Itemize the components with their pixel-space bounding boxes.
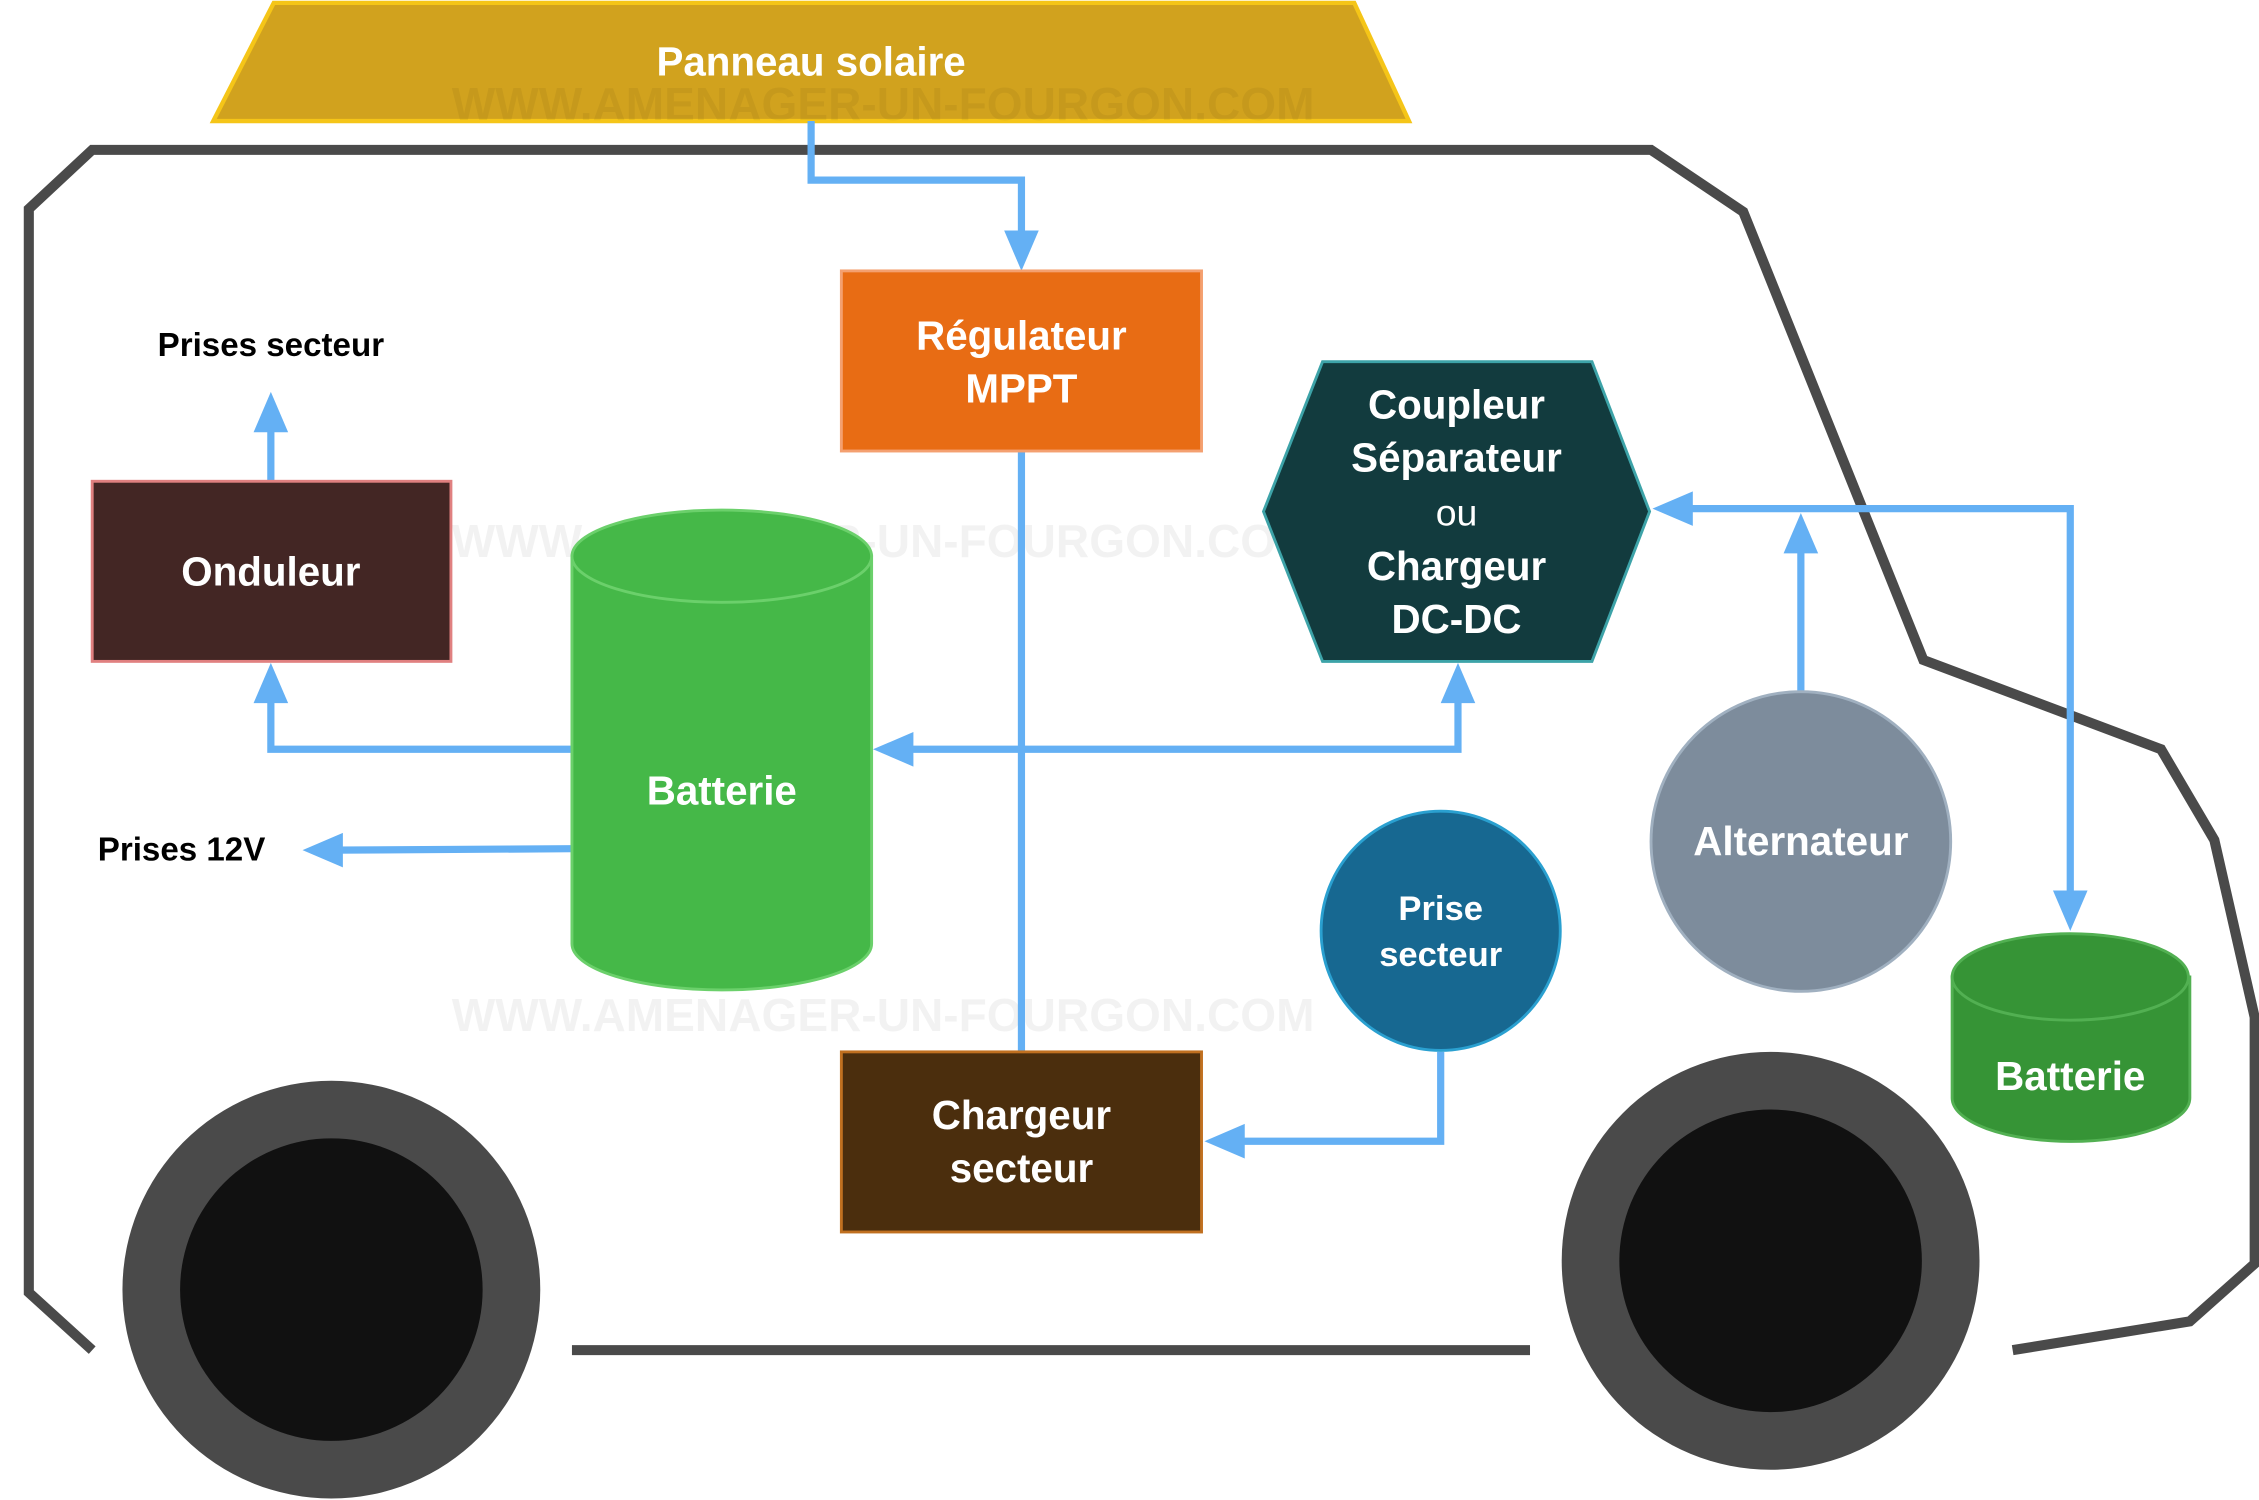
- front-wheel: [122, 1080, 541, 1499]
- van-outline: [23, 144, 2259, 1356]
- engine-battery: Batterie: [1950, 932, 2192, 1143]
- flow-alternator-to-coupler: [1783, 512, 1819, 692]
- shore-charger: Chargeur secteur: [839, 1050, 1203, 1234]
- svg-text:Chargeur: Chargeur: [932, 1092, 1112, 1138]
- rear-wheel: [1561, 1051, 1980, 1470]
- svg-text:Batterie: Batterie: [1995, 1053, 2145, 1099]
- watermark: WWW.AMENAGER-UN-FOURGON.COM: [452, 989, 1315, 1041]
- alternator: Alternateur: [1649, 690, 1953, 993]
- inverter: Onduleur: [90, 479, 453, 663]
- svg-text:Séparateur: Séparateur: [1351, 435, 1562, 481]
- flow-battery-to-inverter: [253, 662, 572, 753]
- solar-panel-label: Panneau solaire: [656, 38, 965, 84]
- flow-battery-to-12v: [302, 832, 572, 868]
- flow-coupler-battery: [873, 662, 1476, 767]
- flow-inverter-to-outlets: [253, 391, 289, 482]
- svg-text:secteur: secteur: [950, 1145, 1094, 1191]
- svg-text:secteur: secteur: [1379, 936, 1502, 974]
- flow-shore-to-charger: [1204, 1051, 1445, 1159]
- solar-panel: [209, 0, 1413, 124]
- mppt-regulator: Régulateur MPPT: [839, 269, 1203, 453]
- flow-engine-battery-coupler: [1652, 491, 2088, 931]
- shore-power-socket: Prise secteur: [1319, 809, 1562, 1052]
- service-battery: Batterie: [570, 508, 874, 992]
- dc-outlets-label: Prises 12V: [98, 831, 266, 868]
- svg-text:Batterie: Batterie: [647, 768, 797, 814]
- svg-text:DC-DC: DC-DC: [1392, 596, 1522, 642]
- svg-text:Chargeur: Chargeur: [1367, 543, 1547, 589]
- svg-text:Régulateur: Régulateur: [916, 312, 1127, 358]
- svg-text:Onduleur: Onduleur: [181, 549, 361, 595]
- svg-text:Alternateur: Alternateur: [1693, 818, 1908, 864]
- coupler-dcdc: Coupleur Séparateur ou Chargeur DC-DC: [1261, 360, 1652, 663]
- svg-text:ou: ou: [1436, 492, 1478, 534]
- ac-outlets-label: Prises secteur: [158, 327, 385, 364]
- svg-text:MPPT: MPPT: [965, 366, 1077, 412]
- watermark: WWW.AMENAGER-UN-FOURGON.COM: [452, 78, 1315, 130]
- svg-text:Prise: Prise: [1398, 890, 1483, 928]
- flow-solar-to-mppt: [807, 121, 1039, 271]
- svg-text:Coupleur: Coupleur: [1368, 381, 1545, 427]
